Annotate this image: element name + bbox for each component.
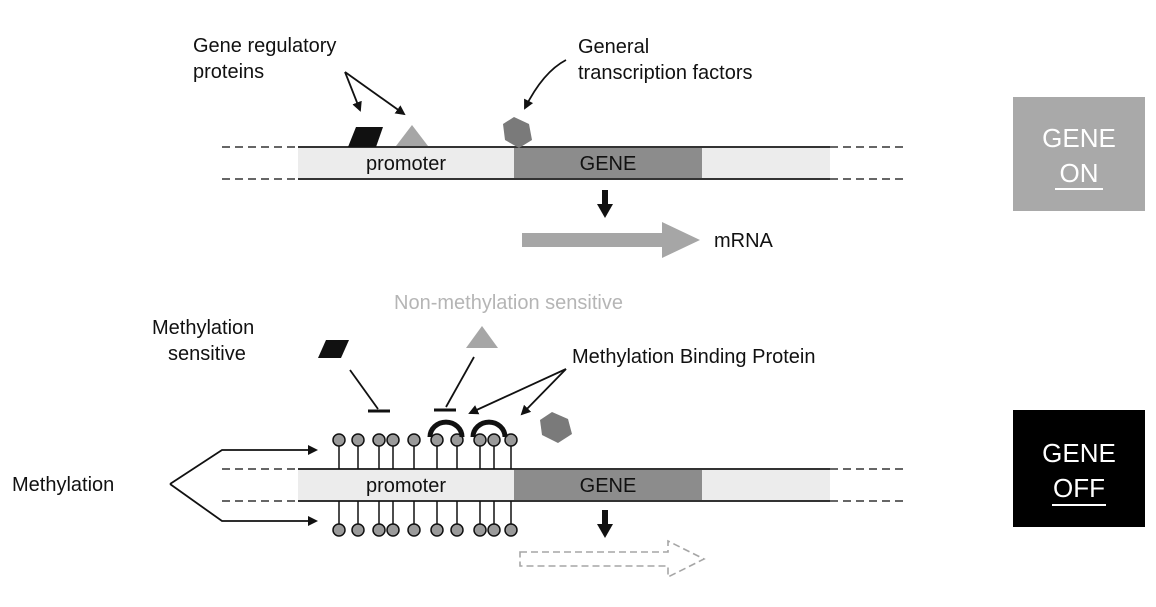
gene-on-text-line1: GENE xyxy=(1042,123,1116,153)
methyl-group-bottom-9 xyxy=(487,523,501,537)
gene-on-text-line2: ON xyxy=(1060,158,1099,188)
methyl-group-bottom-3 xyxy=(372,523,386,537)
methyl-group-top-4 xyxy=(386,433,400,447)
label-methylation: Methylation xyxy=(12,474,114,496)
transcription-arrow-shaft xyxy=(602,190,608,204)
bottom-panel: promoter GENE Non-methylation sensitive … xyxy=(12,292,1145,579)
label-methylation-binding-protein: Methylation Binding Protein xyxy=(572,346,815,368)
transcription-arrow-head-off xyxy=(597,524,613,538)
label-non-methylation-sensitive: Non-methylation sensitive xyxy=(394,292,623,314)
no-mrna-arrow xyxy=(519,539,706,579)
downstream-region xyxy=(702,147,830,179)
methyl-group-top-10 xyxy=(504,433,518,447)
transcription-arrow-shaft-off xyxy=(602,510,608,524)
transcription-arrow-head xyxy=(597,204,613,218)
methyl-group-bottom-10 xyxy=(504,523,518,537)
label-methylation-sensitive-line2: sensitive xyxy=(168,343,246,365)
methyl-binding-protein-1 xyxy=(427,419,465,438)
gene-on-box xyxy=(1013,97,1145,211)
gene-off-text-line2: OFF xyxy=(1053,473,1105,503)
methyl-group-bottom-6 xyxy=(430,523,444,537)
inhibition-line-non-sensitive xyxy=(445,356,475,408)
methyl-group-bottom-1 xyxy=(332,523,346,537)
label-general-line2: transcription factors xyxy=(578,62,753,84)
regulatory-protein-parallelogram xyxy=(348,127,383,147)
label-methylation-sensitive-line1: Methylation xyxy=(152,317,254,339)
methylation-sensitive-protein xyxy=(318,340,349,358)
regulatory-protein-triangle xyxy=(396,125,428,146)
arrow-to-binding-protein-1 xyxy=(468,368,567,415)
methyl-group-bottom-5 xyxy=(407,523,421,537)
top-panel: promoter GENE Gene regulatory proteins G… xyxy=(193,35,1145,258)
methyl-group-bottom-8 xyxy=(473,523,487,537)
methyl-group-top-6 xyxy=(430,433,444,447)
methylation-arrow-bottom xyxy=(169,483,318,526)
transcription-factor-pentagon xyxy=(503,117,532,148)
methyl-group-top-2 xyxy=(351,433,365,447)
methyl-group-top-1 xyxy=(332,433,346,447)
methyl-groups xyxy=(332,433,518,537)
methyl-group-top-9 xyxy=(487,433,501,447)
methyl-group-top-3 xyxy=(372,433,386,447)
promoter-label: promoter xyxy=(366,153,446,175)
promoter-label-off: promoter xyxy=(366,475,446,497)
label-general-line1: General xyxy=(578,36,649,58)
gene-off-text-line1: GENE xyxy=(1042,438,1116,468)
downstream-region-off xyxy=(702,469,830,501)
gene-region-off xyxy=(514,469,702,501)
label-regulatory-line2: proteins xyxy=(193,61,264,83)
methyl-binding-protein-2 xyxy=(470,419,508,438)
mrna-label: mRNA xyxy=(714,230,774,252)
methyl-group-bottom-2 xyxy=(351,523,365,537)
arrow-to-binding-protein-2 xyxy=(520,368,567,416)
gene-label: GENE xyxy=(580,153,637,175)
mrna-arrow xyxy=(522,222,700,258)
arrow-to-pentagon xyxy=(524,59,567,110)
promoter-region-off xyxy=(298,469,514,501)
methyl-group-top-8 xyxy=(473,433,487,447)
gene-off-box xyxy=(1013,410,1145,527)
methyl-group-bottom-7 xyxy=(450,523,464,537)
label-regulatory-line1: Gene regulatory xyxy=(193,35,336,57)
gene-label-off: GENE xyxy=(580,475,637,497)
methyl-group-bottom-4 xyxy=(386,523,400,537)
arrow-to-triangle xyxy=(344,71,406,116)
methylation-arrow-top xyxy=(169,445,318,485)
inhibition-line-sensitive xyxy=(349,369,379,410)
promoter-region xyxy=(298,147,514,179)
methyl-group-top-5 xyxy=(407,433,421,447)
transcription-factor-pentagon-off xyxy=(540,412,572,443)
arrow-to-parallelogram xyxy=(344,71,362,112)
gene-region xyxy=(514,147,702,179)
non-methylation-sensitive-protein xyxy=(466,326,498,348)
